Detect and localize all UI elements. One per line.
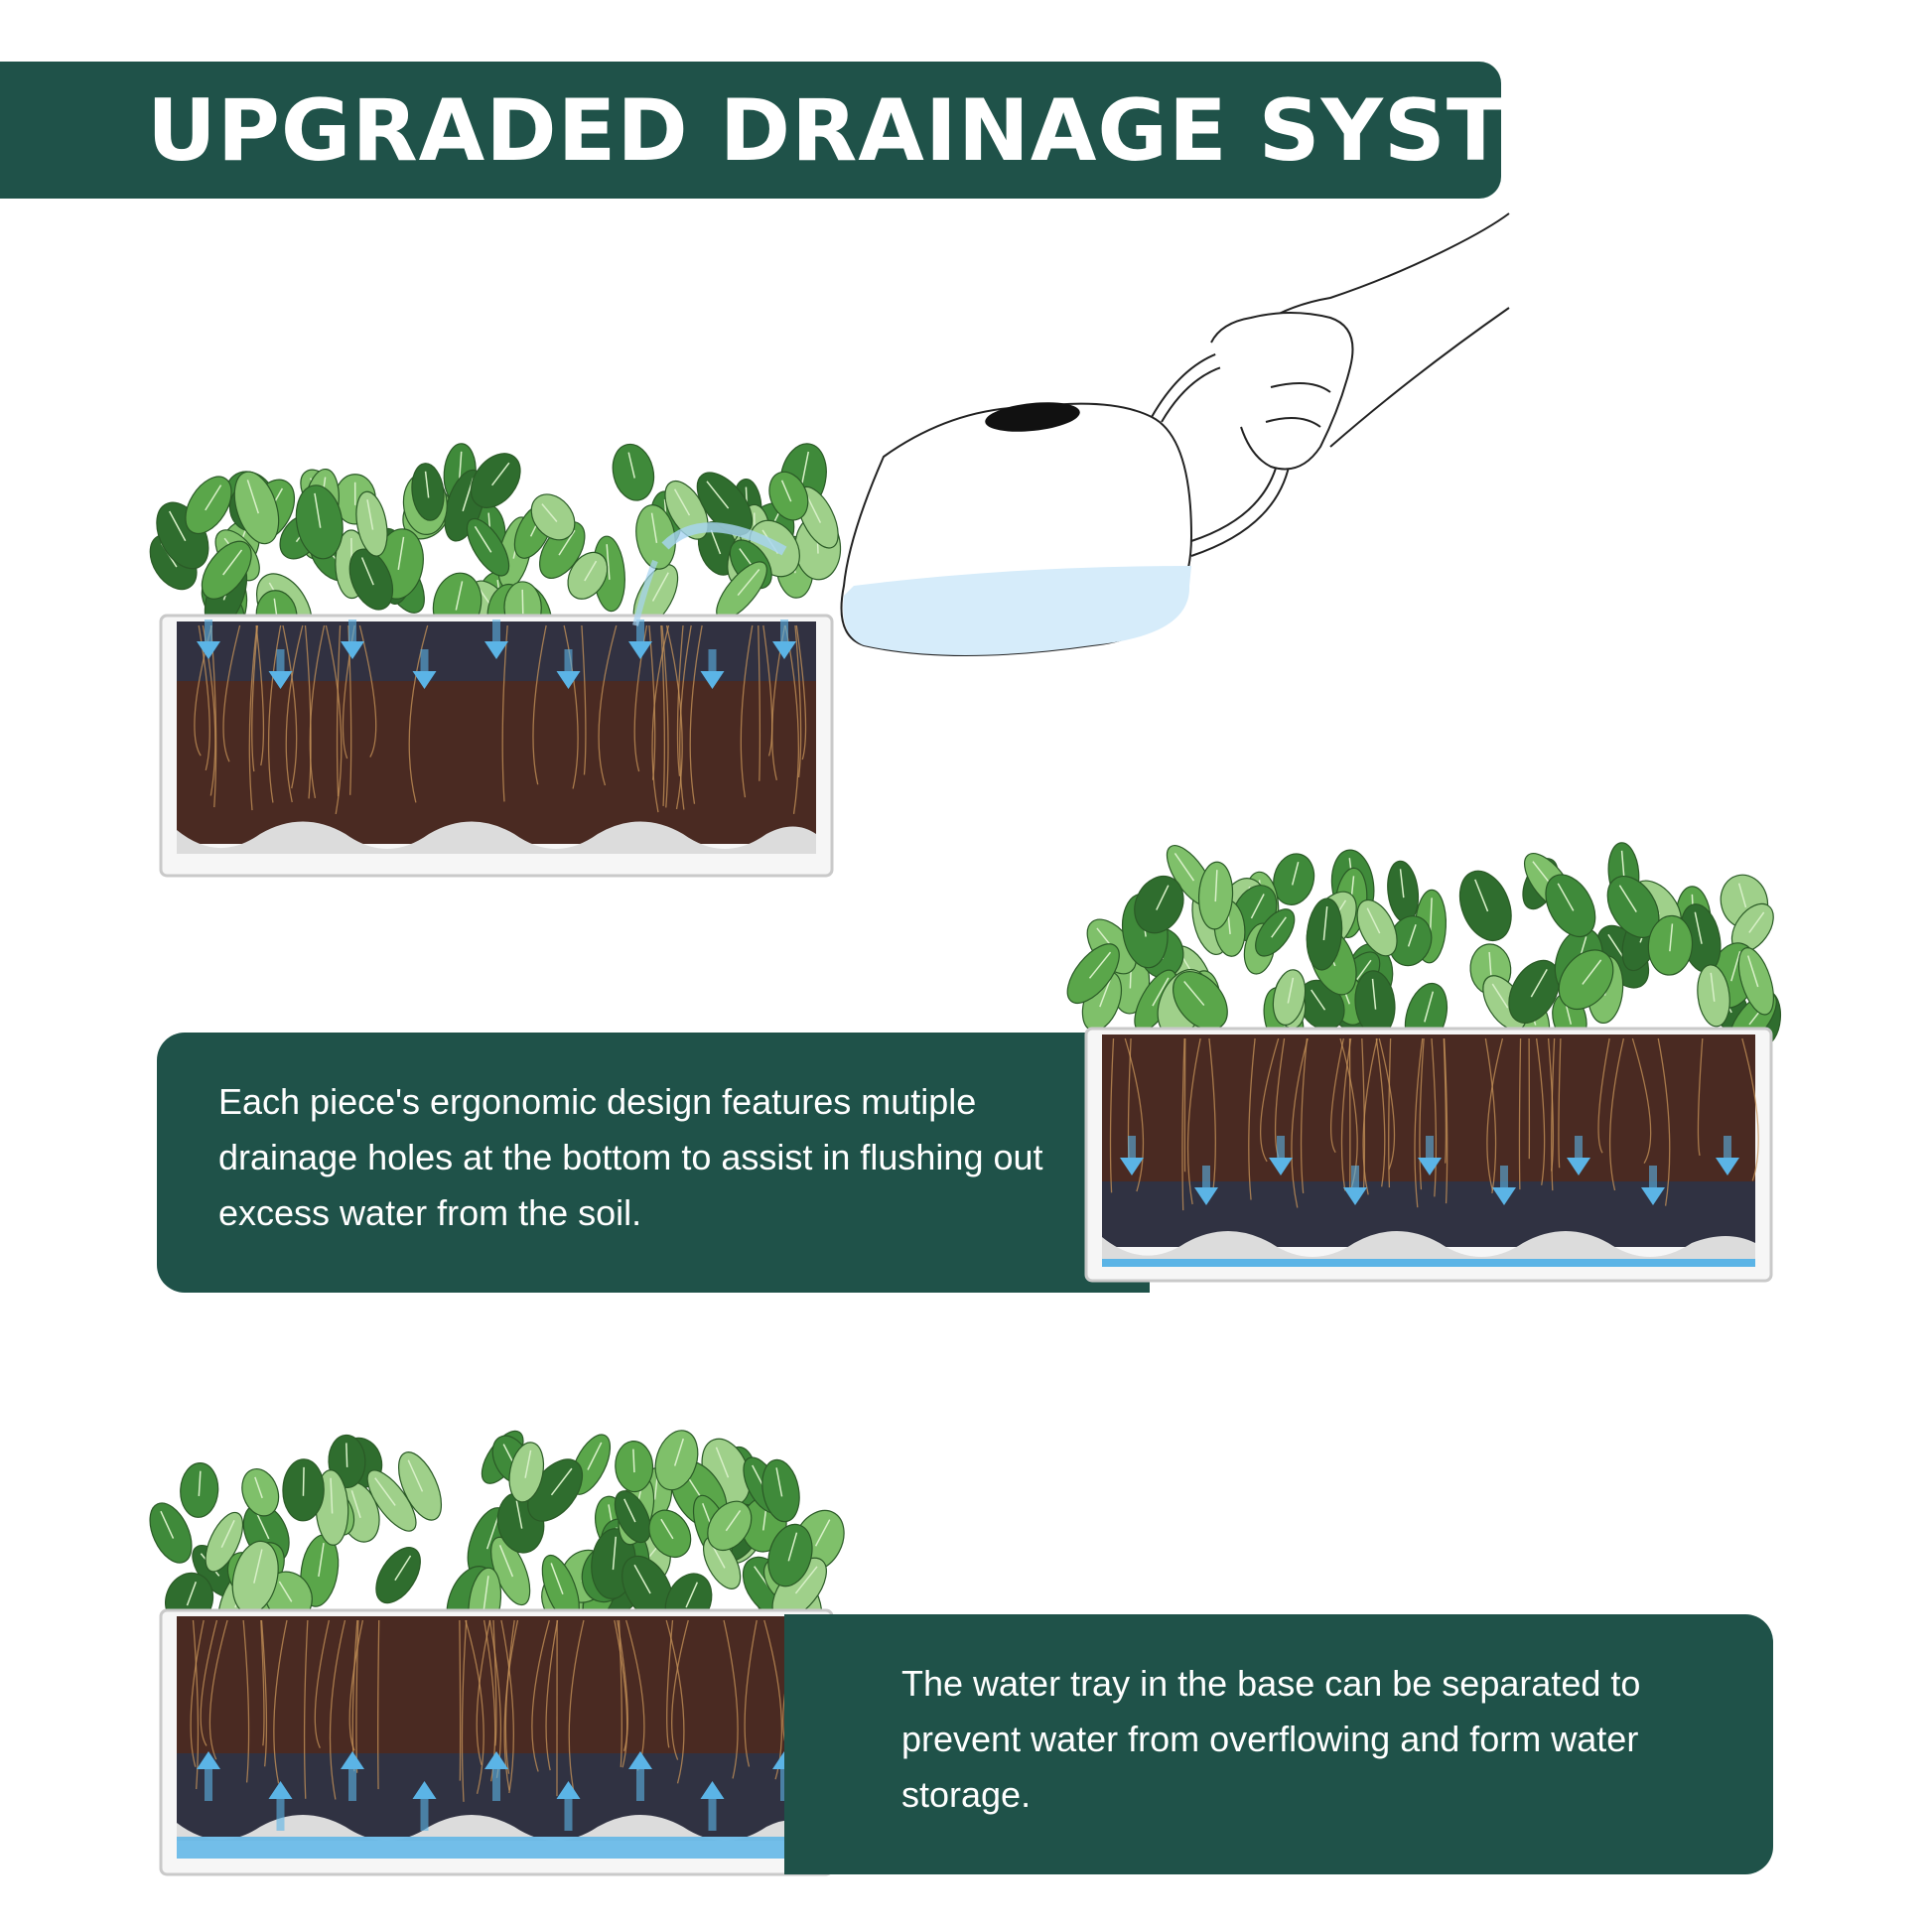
planter-draining bbox=[1066, 842, 1782, 1283]
arrow-down-icon bbox=[197, 620, 796, 689]
drainage-description: Each piece's ergonomic design features m… bbox=[218, 1081, 1043, 1233]
arrow-up-icon bbox=[197, 1751, 796, 1831]
tray-info-panel: The water tray in the base can be separa… bbox=[784, 1614, 1773, 1874]
tray-description: The water tray in the base can be separa… bbox=[901, 1663, 1641, 1815]
title-banner: UPGRADED DRAINAGE SYSTEM bbox=[0, 62, 1650, 199]
watering-can-icon bbox=[632, 212, 1510, 656]
hand-icon bbox=[1210, 212, 1510, 471]
plant-icon bbox=[1066, 842, 1782, 1054]
page-title: UPGRADED DRAINAGE SYSTEM bbox=[147, 81, 1651, 181]
drainage-info-panel: Each piece's ergonomic design features m… bbox=[157, 1033, 1150, 1293]
arrow-down-icon bbox=[1120, 1136, 1739, 1205]
planter-watering bbox=[149, 443, 842, 878]
planter-water-storage bbox=[149, 1430, 845, 1876]
